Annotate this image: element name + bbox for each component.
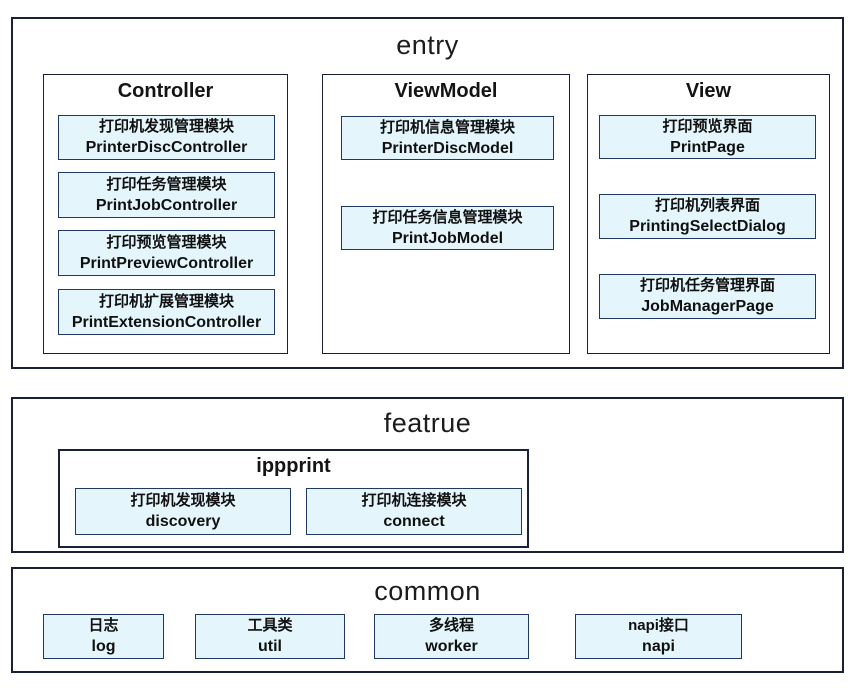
module-label-zh: 打印任务管理模块 (106, 175, 227, 193)
section-entry: entry Controller 打印机发现管理模块 PrinterDiscCo… (11, 17, 844, 369)
column-controller-title: Controller (117, 80, 214, 102)
module-label-en: PrintJobModel (391, 229, 504, 247)
module-label-en: PrinterDiscController (85, 139, 248, 156)
module-printer-disc-controller: 打印机发现管理模块 PrinterDiscController (58, 115, 275, 160)
module-label-en: PrinterDiscModel (381, 139, 514, 157)
module-connect: 打印机连接模块 connect (306, 488, 522, 535)
module-label-en: worker (425, 638, 478, 655)
module-worker: 多线程 worker (374, 614, 529, 659)
module-label-en: PrintingSelectDialog (629, 218, 786, 235)
module-label-zh: 打印预览管理模块 (106, 233, 227, 251)
module-label-en: PrintPreviewController (79, 254, 254, 272)
module-label-zh: napi接口 (628, 617, 689, 634)
column-view: View 打印预览界面 PrintPage 打印机列表界面 PrintingSe… (587, 74, 830, 354)
module-label-zh: 日志 (88, 617, 119, 634)
module-label-zh: 打印机任务管理界面 (639, 277, 775, 294)
section-common-title: common (374, 576, 481, 606)
module-label-zh: 工具类 (247, 617, 293, 634)
module-print-job-controller: 打印任务管理模块 PrintJobController (58, 172, 275, 218)
module-discovery: 打印机发现模块 discovery (75, 488, 291, 535)
module-label-en: discovery (145, 513, 221, 530)
module-printing-select-dialog: 打印机列表界面 PrintingSelectDialog (599, 194, 816, 239)
module-util: 工具类 util (195, 614, 345, 659)
module-label-zh: 打印机列表界面 (654, 197, 760, 214)
module-label-en: util (258, 638, 282, 655)
column-viewmodel-title: ViewModel (394, 80, 498, 102)
module-label-en: JobManagerPage (641, 298, 774, 315)
column-viewmodel: ViewModel 打印机信息管理模块 PrinterDiscModel 打印任… (322, 74, 570, 354)
module-label-en: PrintPage (670, 138, 745, 156)
group-ippprint-title: ippprint (256, 455, 331, 477)
module-print-page: 打印预览界面 PrintPage (599, 115, 816, 159)
module-label-zh: 打印机信息管理模块 (379, 118, 515, 136)
section-featrue: featrue ippprint 打印机发现模块 discovery 打印机连接… (11, 397, 844, 553)
group-ippprint: ippprint 打印机发现模块 discovery 打印机连接模块 conne… (58, 449, 529, 548)
module-label-zh: 打印预览界面 (662, 117, 753, 135)
module-label-en: connect (383, 513, 445, 530)
module-print-preview-controller: 打印预览管理模块 PrintPreviewController (58, 230, 275, 276)
module-log: 日志 log (43, 614, 164, 659)
module-label-zh: 打印机发现管理模块 (98, 118, 234, 135)
module-print-extension-controller: 打印机扩展管理模块 PrintExtensionController (58, 289, 275, 335)
section-common: common 日志 log 工具类 util 多线程 worker napi接口… (11, 567, 844, 673)
module-printer-disc-model: 打印机信息管理模块 PrinterDiscModel (341, 116, 554, 160)
module-label-zh: 打印机发现模块 (130, 492, 236, 509)
column-view-title: View (685, 80, 732, 102)
module-label-en: PrintExtensionController (71, 313, 262, 331)
column-controller: Controller 打印机发现管理模块 PrinterDiscControll… (43, 74, 288, 354)
section-featrue-title: featrue (383, 408, 472, 438)
module-label-en: PrintJobController (95, 196, 238, 214)
module-label-en: log (91, 638, 116, 655)
section-entry-title: entry (396, 30, 459, 60)
module-label-en: napi (642, 638, 675, 655)
module-label-zh: 打印机连接模块 (361, 492, 467, 509)
module-job-manager-page: 打印机任务管理界面 JobManagerPage (599, 274, 816, 319)
module-print-job-model: 打印任务信息管理模块 PrintJobModel (341, 206, 554, 250)
module-label-zh: 打印任务信息管理模块 (372, 208, 523, 226)
module-label-zh: 打印机扩展管理模块 (98, 292, 234, 310)
module-label-zh: 多线程 (428, 617, 474, 634)
module-napi: napi接口 napi (575, 614, 742, 659)
